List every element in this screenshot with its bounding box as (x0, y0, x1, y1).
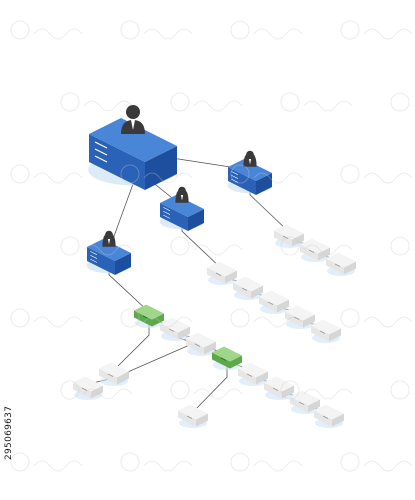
device-node (285, 305, 315, 329)
device-node (259, 290, 289, 314)
diagram-nodes (73, 105, 356, 428)
device-node (238, 362, 268, 386)
server-icon (246, 373, 253, 377)
device-node (233, 276, 263, 300)
server-icon (186, 415, 193, 419)
device-node (314, 404, 344, 428)
server-icon (194, 343, 201, 347)
switch-icon (142, 315, 149, 319)
server-icon (215, 272, 222, 276)
person-icon (121, 105, 145, 134)
server-icon (308, 249, 315, 253)
server-icon (241, 287, 248, 291)
device-node (300, 238, 330, 262)
switch-icon (220, 357, 227, 361)
server-icon (267, 301, 274, 305)
device-node (178, 404, 208, 428)
server-icon (282, 235, 289, 239)
hub-node (134, 304, 164, 328)
person-icon (243, 150, 257, 167)
person-icon (175, 186, 189, 203)
manager-node (227, 150, 273, 195)
stock-id-label: 295069637 (4, 405, 14, 460)
device-node (160, 317, 190, 341)
device-node (186, 332, 216, 356)
server-icon (272, 387, 279, 391)
device-node (274, 224, 304, 248)
hub-node (212, 346, 242, 370)
manager-node (159, 186, 205, 231)
device-node (311, 319, 341, 343)
server-icon (81, 387, 88, 391)
device-node (99, 362, 129, 386)
device-node (73, 376, 103, 400)
server-icon (298, 401, 305, 405)
top-manager-node (88, 105, 178, 190)
device-node (207, 261, 237, 285)
server-icon (168, 328, 175, 332)
device-node (264, 376, 294, 400)
device-node (290, 390, 320, 414)
person-icon (102, 230, 116, 247)
server-icon (107, 373, 114, 377)
manager-node (86, 230, 132, 275)
device-node (326, 252, 356, 276)
server-icon (319, 330, 326, 334)
server-icon (293, 316, 300, 320)
server-icon (322, 415, 329, 419)
server-icon (334, 263, 341, 267)
